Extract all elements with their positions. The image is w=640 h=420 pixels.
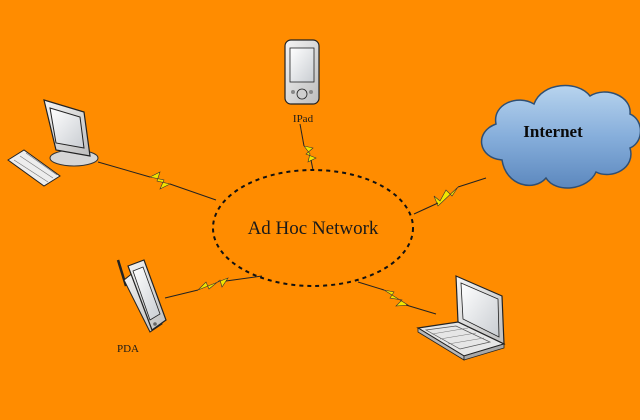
internet-label: Internet [523, 122, 583, 141]
wireless-bolt-icon [303, 145, 317, 163]
link-pda [164, 275, 263, 299]
cloud-icon [480, 84, 640, 189]
link-desktop [97, 161, 217, 201]
pda-label: PDA [117, 343, 139, 355]
wireless-bolt-icon [383, 289, 409, 307]
wireless-bolt-icon [149, 171, 171, 190]
laptop-icon [416, 275, 506, 361]
link-internet [413, 177, 487, 215]
pda-device: PDA [116, 259, 167, 355]
ad-hoc-network-label: Ad Hoc Network [248, 218, 379, 239]
tablet-icon [284, 39, 320, 105]
laptop-device [416, 275, 506, 361]
internet-cloud-node: Internet [480, 84, 640, 189]
ipad-device: IPad [284, 39, 320, 125]
link-ipad [299, 123, 317, 171]
link-laptop [357, 281, 437, 315]
wireless-bolt-icon [433, 186, 459, 207]
ad-hoc-network-node: Ad Hoc Network [212, 169, 414, 287]
wireless-bolt-icon [197, 277, 229, 291]
desktop-computer [7, 99, 99, 187]
desktop-computer-icon [7, 99, 99, 187]
pda-icon [116, 259, 167, 333]
ipad-label: IPad [293, 113, 314, 125]
